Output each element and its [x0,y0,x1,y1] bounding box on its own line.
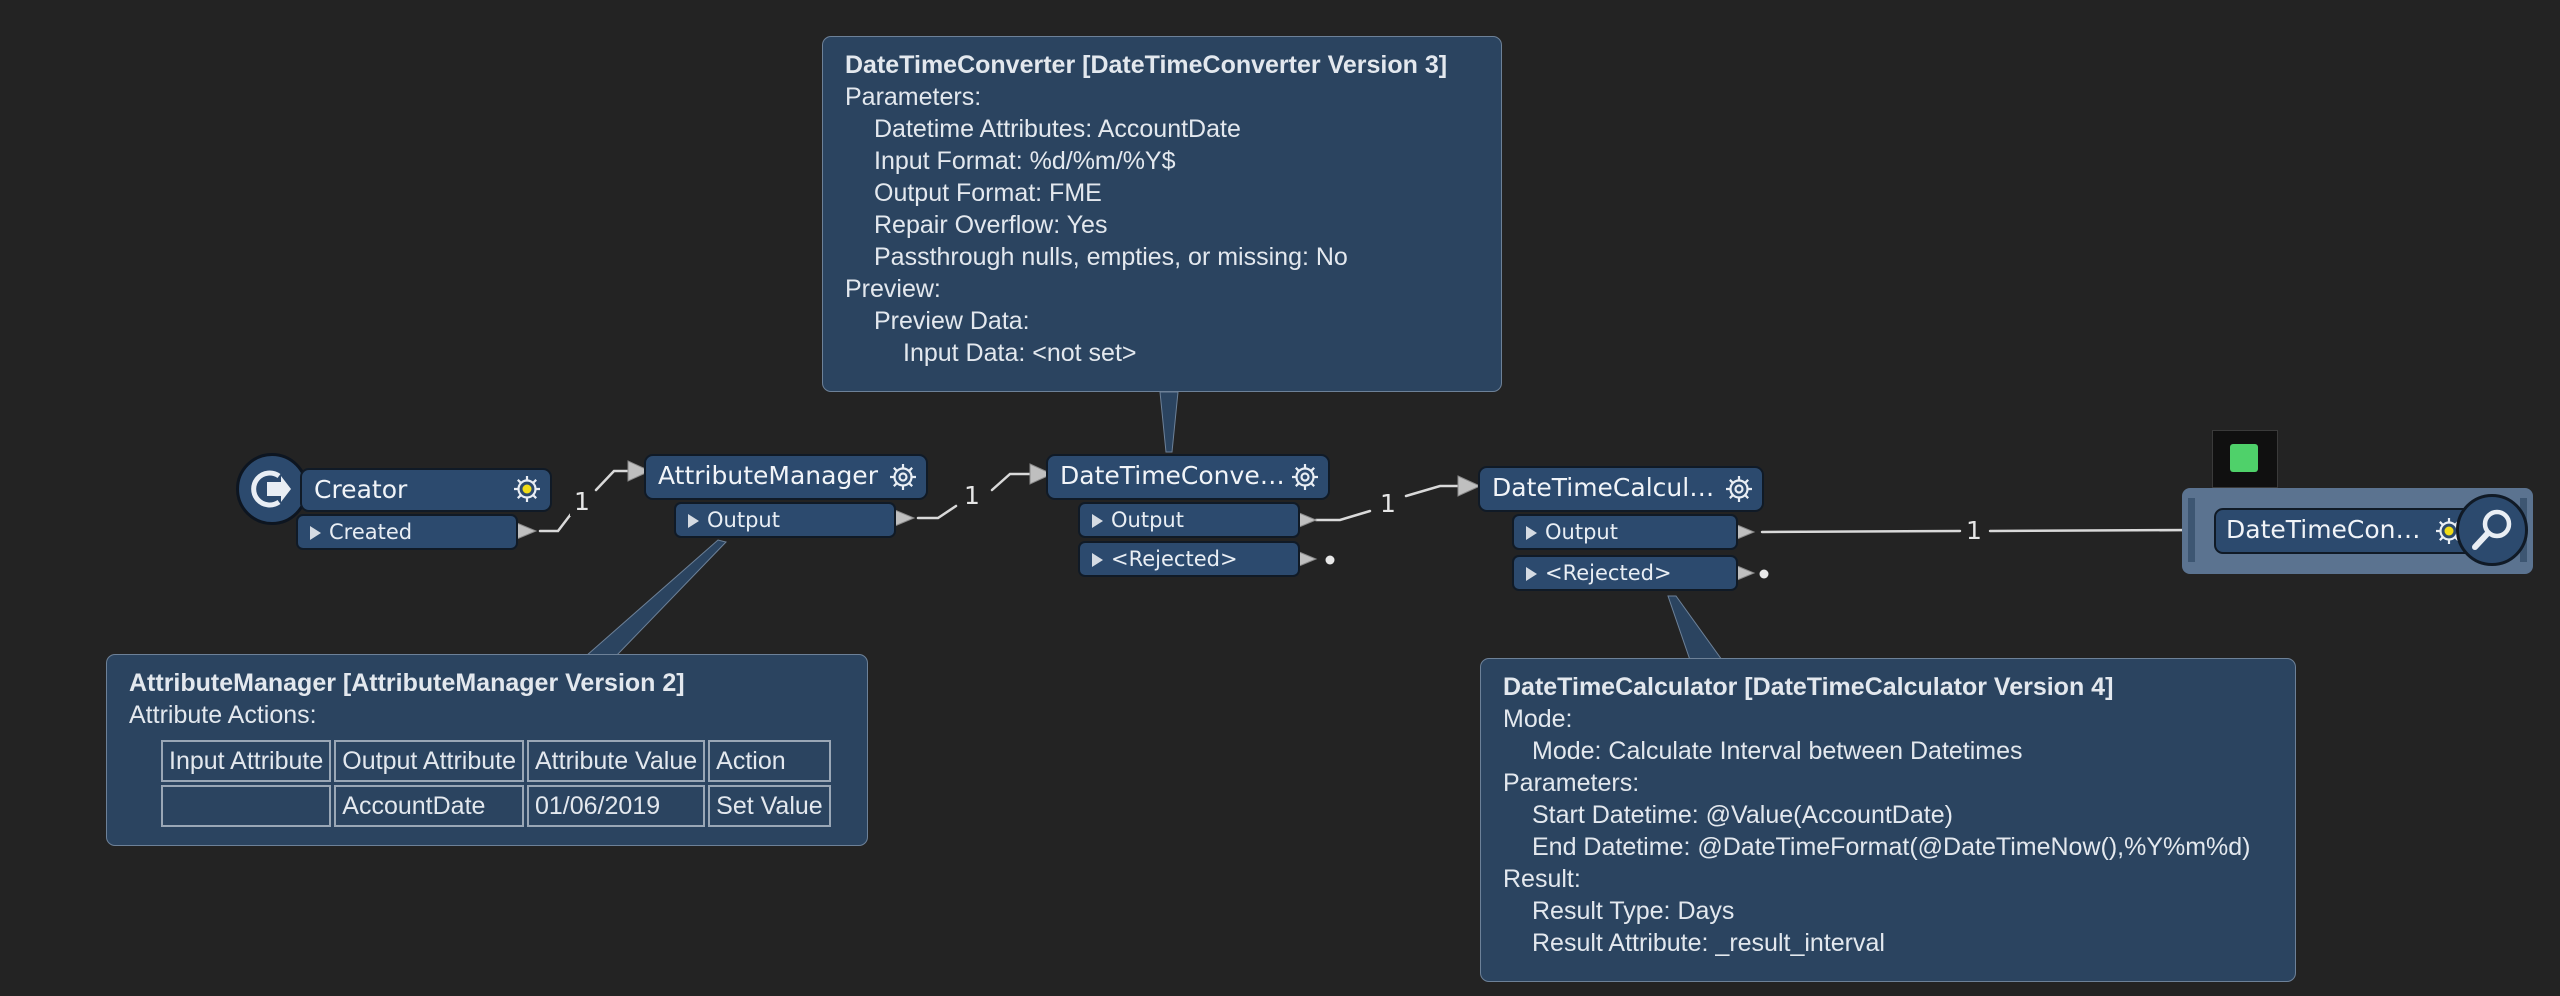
tooltip-title: DateTimeCalculator [DateTimeCalculator V… [1503,673,2114,701]
cache-indicator [2230,444,2258,472]
frame-bar-left [2188,498,2195,562]
tooltip-pointer-converter [1159,391,1179,453]
wire-creator-to-attribute-manager[interactable] [538,469,634,533]
connection-count-label: 1 [960,482,984,510]
port-triangle-icon [1092,553,1103,567]
tooltip-line: Result Type: Days [1532,897,1735,925]
input-arrow-attribute-manager[interactable] [627,460,652,482]
port-triangle-icon [1526,526,1537,540]
tooltip-datetime-calculator: DateTimeCalculator [DateTimeCalculator V… [1480,658,2296,982]
tooltip-line: End Datetime: @DateTimeFormat(@DateTimeN… [1532,833,2251,861]
table-cell: Set Value [708,785,831,827]
tooltip-title: AttributeManager [AttributeManager Versi… [129,669,685,697]
transformer-title: Creator [314,475,408,504]
attribute-actions-table: Input Attribute Output Attribute Attribu… [158,737,834,830]
table-header-row: Input Attribute Output Attribute Attribu… [161,740,831,782]
rejected-dot-converter [1325,555,1335,565]
inspector-icon-circle[interactable] [2456,494,2528,566]
table-header-cell: Attribute Value [527,740,706,782]
tooltip-line: Parameters: [1503,769,1640,797]
table-cell: AccountDate [334,785,524,827]
tooltip-line: Result: [1503,865,1581,893]
tooltip-line: Preview Data: [874,307,1030,335]
tooltip-pointer-calculator [1667,595,1723,661]
table-header-cell: Output Attribute [334,740,524,782]
datetime-calculator-transformer[interactable]: DateTimeCalcul… [1478,466,1764,512]
transformer-title: DateTimeCon… [2226,515,2421,544]
tooltip-line: Repair Overflow: Yes [874,211,1108,239]
port-label: <Rejected> [1111,547,1238,571]
output-port-rejected[interactable]: <Rejected> [1078,541,1300,577]
tooltip-line: Parameters: [845,83,982,111]
tooltip-subtitle: Attribute Actions: [129,701,317,729]
magnifier-icon [2472,509,2512,550]
input-arrow-converter[interactable] [1029,463,1054,485]
port-triangle-icon [310,526,321,540]
port-triangle-icon [1526,567,1537,581]
output-port-output[interactable]: Output [674,502,896,538]
wire-attribute-manager-to-converter[interactable] [916,472,1034,520]
output-port-rejected[interactable]: <Rejected> [1512,555,1738,591]
inspector-transformer[interactable]: DateTimeCon… [2214,508,2476,554]
feature-cache-icon[interactable] [2212,430,2278,488]
transformer-title: DateTimeConve… [1060,461,1285,490]
output-port-output[interactable]: Output [1512,514,1738,550]
input-arrow-calculator[interactable] [1457,475,1482,497]
tooltip-line: Mode: [1503,705,1573,733]
connection-count-label: 1 [1962,517,1986,545]
gear-icon[interactable] [512,474,542,504]
wire-converter-to-calculator[interactable] [1314,484,1462,522]
tooltip-line: Output Format: FME [874,179,1102,207]
port-label: Output [1111,508,1184,532]
tooltip-title: DateTimeConverter [DateTimeConverter Ver… [845,51,1448,79]
attribute-manager-transformer[interactable]: AttributeManager [644,454,928,500]
table-header-cell: Action [708,740,831,782]
tooltip-line: Input Data: <not set> [903,339,1137,367]
tooltip-line: Input Format: %d/%m/%Y$ [874,147,1176,175]
tooltip-attribute-manager: AttributeManager [AttributeManager Versi… [106,654,868,846]
connection-count-label: 1 [1376,490,1400,518]
port-triangle-icon [1092,514,1103,528]
transformer-title: AttributeManager [658,461,878,490]
datetime-converter-transformer[interactable]: DateTimeConve… [1046,454,1330,500]
tooltip-datetime-converter: DateTimeConverter [DateTimeConverter Ver… [822,36,1502,392]
port-label: Created [329,520,413,544]
wire-calculator-to-inspector[interactable] [1760,528,2200,534]
gear-icon[interactable] [1290,462,1320,492]
tooltip-line: Preview: [845,275,941,303]
creator-icon-circle[interactable] [236,453,308,525]
output-port-output[interactable]: Output [1078,502,1300,538]
creator-arrow-icon [251,470,291,508]
tooltip-line: Mode: Calculate Interval between Datetim… [1532,737,2023,765]
tooltip-line: Datetime Attributes: AccountDate [874,115,1241,143]
port-label: Output [1545,520,1618,544]
port-triangle-icon [688,514,699,528]
rejected-dot-calculator [1759,569,1769,579]
tooltip-pointer-attribute-manager [584,539,727,657]
tooltip-line: Start Datetime: @Value(AccountDate) [1532,801,1953,829]
table-cell [161,785,332,827]
table-header-cell: Input Attribute [161,740,332,782]
transformer-title: DateTimeCalcul… [1492,473,1715,502]
table-cell: 01/06/2019 [527,785,706,827]
tooltip-line: Passthrough nulls, empties, or missing: … [874,243,1348,271]
table-row: AccountDate 01/06/2019 Set Value [161,785,831,827]
gear-icon[interactable] [888,462,918,492]
port-label: <Rejected> [1545,561,1672,585]
output-port-created[interactable]: Created [296,514,518,550]
connection-count-label: 1 [570,488,594,516]
tooltip-line: Result Attribute: _result_interval [1532,929,1885,957]
port-label: Output [707,508,780,532]
gear-icon[interactable] [1724,474,1754,504]
creator-transformer[interactable]: Creator [300,468,552,512]
